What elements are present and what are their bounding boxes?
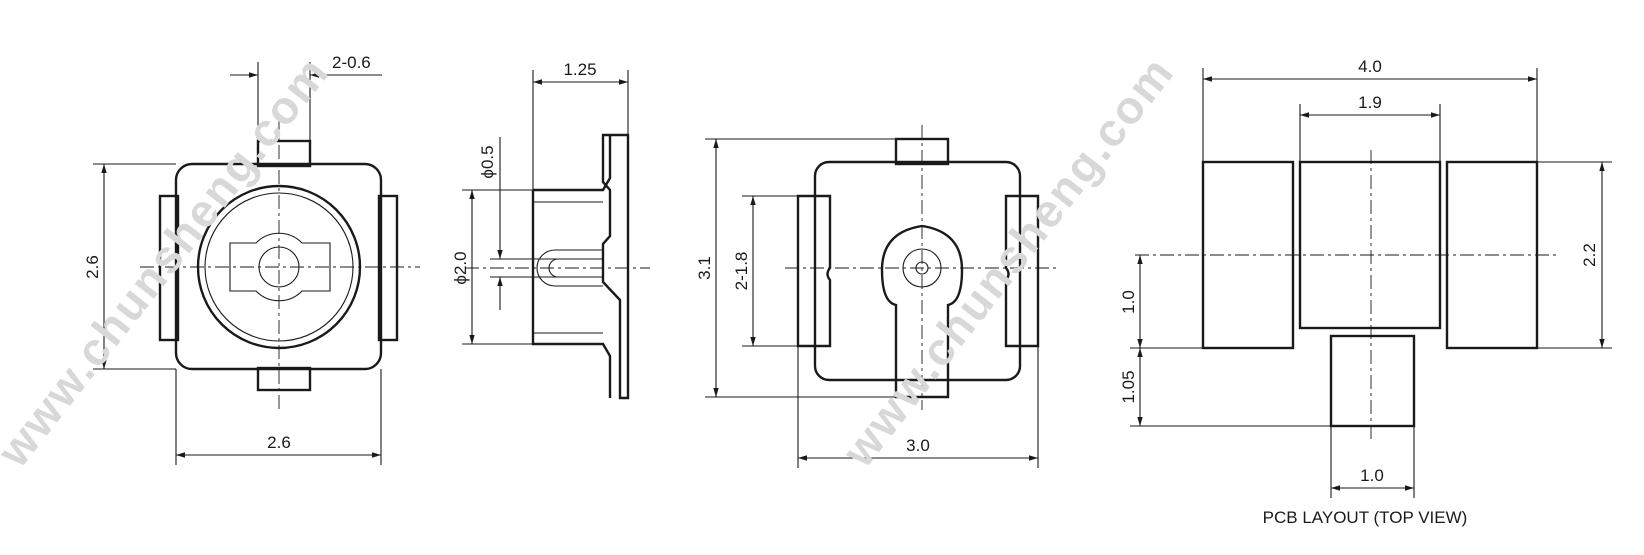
side-flange [601,133,630,400]
front-left-tab [158,194,180,342]
pcb-center-width-label: 1.9 [1358,93,1382,112]
pcb-layout: 4.0 1.9 2.2 1.0 1.05 1.0 PCB LAYOUT (TOP… [1119,57,1612,527]
bottom-pad-height-label: 2-1.8 [732,252,751,291]
pcb-center-offset-label: 1.0 [1119,290,1138,314]
watermark-right: www.chunsheng.com [831,46,1184,477]
side-body [531,135,612,398]
side-pin-diameter-label: ϕ0.5 [478,145,497,178]
bottom-view: 3.1 2-1.8 3.0 [695,125,1060,468]
pcb-signal-pad [1329,334,1416,428]
bottom-height-label: 3.1 [695,256,714,280]
watermark-left: www.chunsheng.com [0,46,339,477]
pcb-layout-caption: PCB LAYOUT (TOP VIEW) [1263,508,1468,527]
front-top-pin [256,139,312,168]
front-view: 2-0.6 2.6 2.6 [83,53,420,465]
front-contact [229,232,331,302]
side-contact [536,249,603,287]
pcb-signal-height-label: 1.05 [1119,370,1138,403]
front-height-label: 2.6 [83,255,102,279]
bottom-right-pad [1004,194,1040,348]
side-depth-label: 1.25 [563,60,596,79]
pcb-signal-width-label: 1.0 [1360,466,1384,485]
pcb-center-pad [1298,160,1442,330]
pcb-pad-height-label: 2.2 [1580,243,1599,267]
side-view: 1.25 ϕ0.5 ϕ2.0 [451,60,650,400]
pcb-total-width-label: 4.0 [1358,57,1382,76]
bottom-body-outline [813,160,1022,382]
front-width-label: 2.6 [267,433,291,452]
side-body-diameter-label: ϕ2.0 [451,251,470,284]
front-right-tab [377,194,399,342]
front-pin-width-label: 2-0.6 [332,53,371,72]
bottom-width-label: 3.0 [906,436,930,455]
front-bottom-pin [256,366,312,392]
